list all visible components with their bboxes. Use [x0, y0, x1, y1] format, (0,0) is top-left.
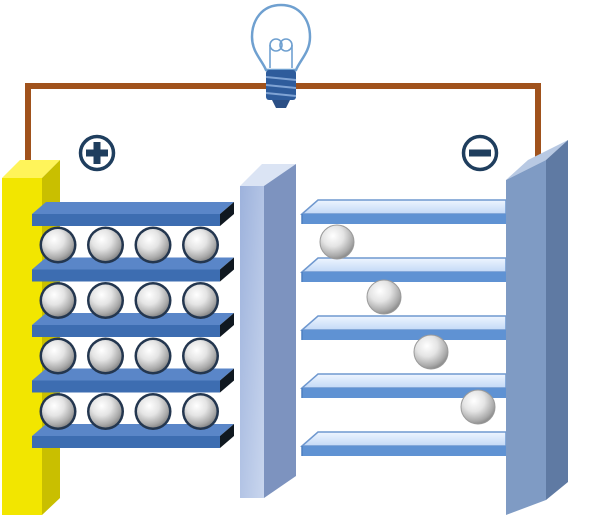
bulb-filament — [269, 38, 293, 68]
cathode-layer — [32, 202, 234, 226]
lithium-ion — [184, 284, 217, 317]
lithium-ion — [184, 340, 217, 372]
lithium-ion — [137, 229, 169, 261]
lithium-ion — [42, 340, 74, 372]
anode-layer — [300, 257, 507, 282]
anode-layers — [300, 199, 507, 456]
lithium-ion — [89, 340, 122, 372]
lithium-ion — [460, 389, 496, 425]
lithium-ion — [42, 395, 74, 428]
cathode-layer — [32, 424, 234, 448]
lithium-ion — [137, 340, 169, 372]
lithium-ion — [413, 334, 449, 370]
lithium-ion — [184, 229, 217, 261]
lithium-ion — [89, 229, 122, 261]
lithium-ion — [319, 224, 355, 260]
anode-ions — [319, 224, 496, 425]
lithium-ion — [137, 284, 169, 317]
cathode-host-layers — [32, 202, 234, 448]
anode-layer — [300, 315, 507, 340]
lithium-ion — [184, 395, 217, 428]
cathode-layer — [32, 313, 234, 337]
lithium-ion — [366, 279, 402, 315]
minus-icon — [461, 134, 499, 172]
cathode-layer — [32, 257, 234, 282]
cathode-layer — [32, 368, 234, 393]
lithium-ion — [42, 284, 74, 317]
plus-icon — [78, 134, 116, 172]
negative-electrode — [506, 140, 568, 515]
circuit-wire — [25, 83, 541, 166]
anode-layer — [300, 373, 507, 398]
light-bulb-icon — [250, 3, 312, 108]
lithium-ion — [89, 284, 122, 317]
lithium-ion — [137, 395, 169, 428]
cathode-ions — [39, 226, 219, 430]
anode-layer — [300, 431, 507, 456]
bulb-base — [265, 70, 297, 108]
anode-layer — [300, 199, 507, 224]
lithium-ion — [89, 395, 122, 428]
separator — [240, 164, 296, 498]
lithium-ion — [42, 229, 74, 261]
